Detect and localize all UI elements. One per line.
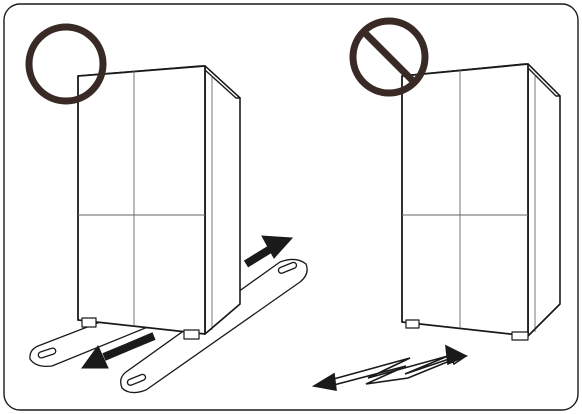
board-handle-slot-2 — [277, 261, 298, 274]
fridge-foot — [511, 331, 529, 341]
fridge-foot — [183, 329, 200, 340]
zigzag-arrow-head-left — [311, 372, 337, 391]
fridge-foot — [81, 317, 97, 328]
arrow-head-up — [261, 235, 294, 259]
circle-ok-icon — [25, 23, 107, 105]
frame-border — [3, 3, 579, 411]
fridge-side — [204, 65, 241, 335]
fridge-foot — [405, 319, 420, 329]
arrow-head-down — [81, 345, 109, 369]
fridge-side — [527, 63, 561, 337]
refrigerator-right — [401, 63, 561, 341]
zigzag-shake-arrow — [311, 344, 468, 391]
prohibited-icon — [349, 17, 429, 97]
fridge-front — [401, 63, 529, 337]
board-handle-slot-3 — [126, 373, 147, 386]
board-handle-slot-1 — [37, 347, 57, 359]
zigzag-arrow-head-right — [445, 344, 468, 366]
left-panel-correct — [25, 23, 308, 394]
fridge-front — [77, 65, 206, 335]
refrigerator-left — [77, 65, 241, 340]
right-panel-incorrect — [311, 17, 561, 391]
movement-arrows — [81, 235, 294, 369]
